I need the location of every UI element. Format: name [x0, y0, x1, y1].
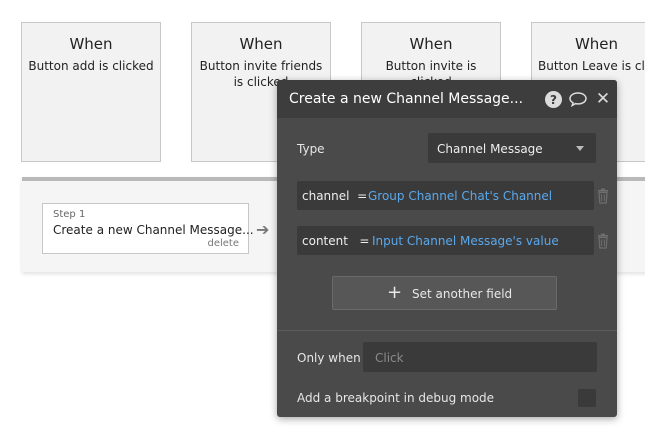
help-icon[interactable]: ? — [545, 91, 562, 108]
only-when-placeholder: Click — [375, 351, 404, 365]
event-description: Button invite friends is clicked — [199, 59, 323, 89]
field-value-expression[interactable]: Group Channel Chat's Channel — [368, 189, 553, 203]
panel-header: Create a new Channel Message... ? ✕ — [277, 80, 617, 118]
step-title: Create a new Channel Message... — [53, 223, 254, 237]
set-another-field-label: Set another field — [412, 287, 513, 301]
event-when-label: When — [69, 35, 113, 53]
field-row-content[interactable]: content = Input Channel Message's value — [297, 226, 594, 255]
workflow-step-1[interactable]: Step 1 Create a new Channel Message... d… — [42, 203, 254, 254]
field-row-channel[interactable]: channel = Group Channel Chat's Channel — [297, 181, 594, 210]
event-when-label: When — [574, 35, 619, 53]
event-description: Button add is clicked — [28, 59, 154, 73]
field-name: content = — [302, 234, 370, 248]
breakpoint-checkbox[interactable] — [578, 389, 596, 407]
arrow-right-icon: ➔ — [256, 220, 270, 239]
type-dropdown-value: Channel Message — [437, 142, 543, 156]
section-divider — [277, 330, 617, 331]
only-when-condition-input[interactable]: Click — [363, 342, 597, 372]
breakpoint-label: Add a breakpoint in debug mode — [297, 391, 495, 405]
action-property-editor: Create a new Channel Message... ? ✕ Type… — [277, 80, 617, 417]
trash-icon[interactable] — [597, 188, 609, 204]
only-when-label: Only when — [297, 351, 361, 365]
step-delete-link[interactable]: delete — [207, 238, 239, 249]
trash-icon[interactable] — [597, 233, 609, 249]
plus-icon: + — [387, 282, 403, 303]
event-description: Button Leave is clic — [538, 59, 645, 73]
field-value-expression[interactable]: Input Channel Message's value — [372, 234, 559, 248]
comment-icon[interactable] — [567, 90, 589, 108]
event-card-add[interactable]: When Button add is clicked — [21, 22, 161, 162]
type-label: Type — [297, 142, 325, 156]
panel-title: Create a new Channel Message... — [289, 91, 524, 107]
event-when-label: When — [409, 35, 453, 53]
event-when-label: When — [239, 35, 283, 53]
step-number-label: Step 1 — [53, 209, 86, 220]
chevron-down-icon — [576, 146, 584, 151]
type-dropdown[interactable]: Channel Message — [428, 133, 596, 163]
field-name: channel = — [302, 189, 368, 203]
set-another-field-button[interactable]: + Set another field — [332, 276, 557, 310]
close-icon[interactable]: ✕ — [595, 89, 611, 109]
